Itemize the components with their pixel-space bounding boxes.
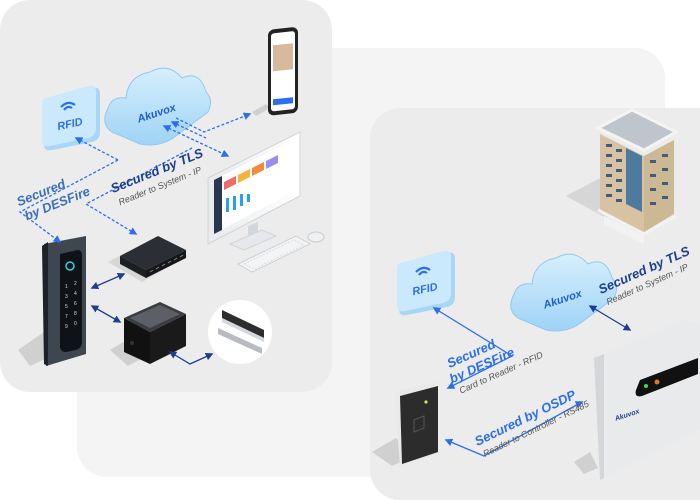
connector-controller-lock — [168, 351, 214, 365]
wifi-signal-icon — [60, 101, 76, 111]
svg-text:7: 7 — [65, 314, 68, 320]
mouse — [307, 231, 325, 243]
connector-cloud-monitor — [162, 125, 230, 157]
svg-text:8: 8 — [74, 311, 77, 317]
svg-text:3: 3 — [65, 294, 68, 300]
rfid-tile-left: RFID — [42, 85, 100, 151]
cloud-left: Akuvox — [104, 67, 212, 146]
svg-text:0: 0 — [74, 321, 77, 327]
network-switch — [108, 236, 188, 282]
desktop-monitor — [207, 131, 301, 251]
svg-text:5: 5 — [65, 304, 68, 310]
smartphone — [252, 27, 298, 116]
wifi-signal-icon — [415, 266, 431, 276]
controller-box — [110, 302, 186, 366]
svg-text:9: 9 — [65, 324, 68, 330]
rfid-label-left: RFID — [56, 116, 84, 133]
connector-reader-controller — [90, 305, 122, 323]
card-reader — [372, 382, 438, 466]
magnetic-lock — [208, 300, 272, 364]
svg-text:4: 4 — [74, 291, 77, 297]
svg-text:2: 2 — [74, 281, 77, 287]
connector-osdp — [444, 401, 583, 457]
rfid-label-right: RFID — [411, 281, 439, 298]
connector-desfire-rfid-right — [432, 307, 513, 357]
connector-cloud-phone — [175, 112, 252, 133]
connector-reader-switch — [90, 272, 126, 290]
svg-text:1: 1 — [65, 284, 68, 290]
keyboard — [236, 235, 312, 273]
connector-cloud-controller — [588, 305, 632, 331]
access-controller: Akuvox — [574, 320, 700, 480]
connector-desfire-rfid — [74, 137, 119, 161]
rfid-tile-right: RFID — [397, 250, 455, 316]
office-building — [566, 108, 680, 244]
svg-text:6: 6 — [74, 301, 77, 307]
